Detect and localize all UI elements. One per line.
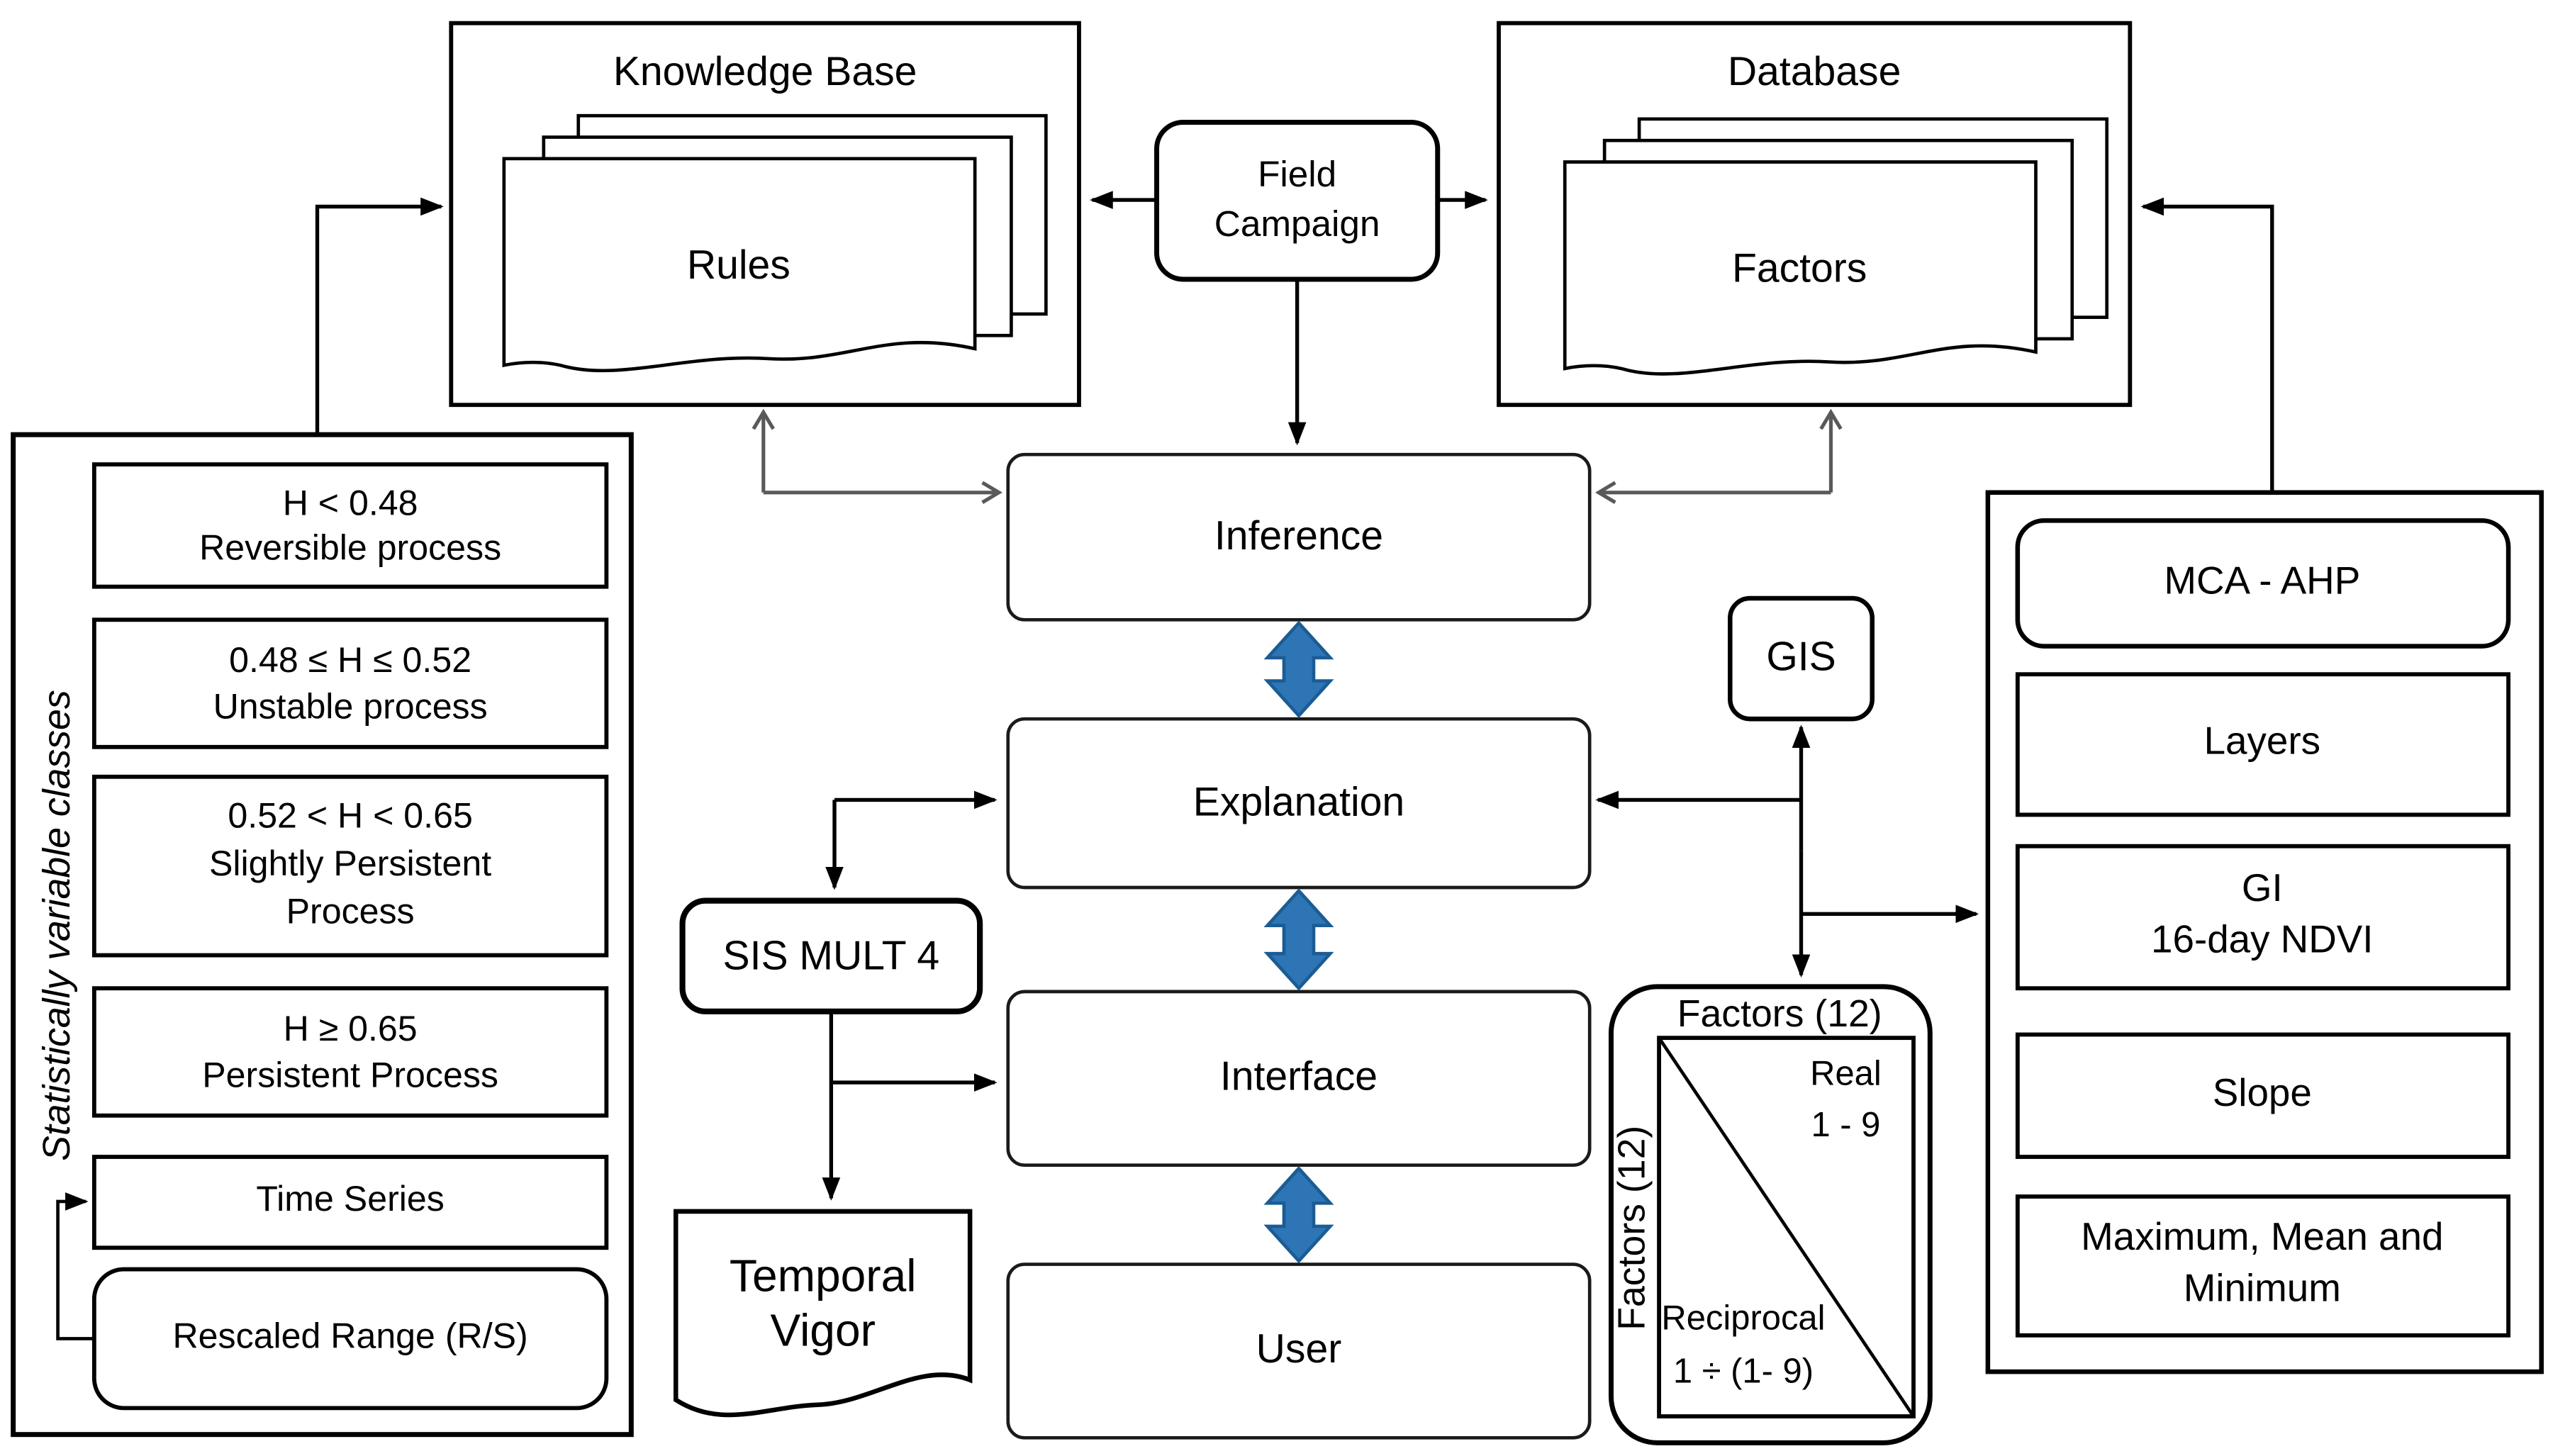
double-arrow-interface-user xyxy=(1263,1165,1334,1264)
arrow-panel-to-knowledgebase xyxy=(315,197,444,435)
rescaled-range-box xyxy=(91,1267,609,1411)
class-slightly-line3: Process xyxy=(286,892,415,931)
class-slightly-line1: 0.52 < H < 0.65 xyxy=(228,795,472,835)
database-group: Database Factors xyxy=(1497,21,2133,408)
rules-doc-label: Rules xyxy=(687,242,791,288)
field-campaign-group: Field Campaign xyxy=(1154,120,1441,282)
gray-connector-kb-inference xyxy=(764,413,998,493)
slope-label: Slope xyxy=(2213,1070,2312,1114)
user-label: User xyxy=(1256,1326,1342,1372)
max-mean-label: Maximum, Mean and xyxy=(2081,1214,2443,1258)
factors-matrix-title: Factors (12) xyxy=(1677,992,1882,1035)
sis-mult-group: SIS MULT 4 xyxy=(679,897,983,1014)
factors-matrix-rotated-label: Factors (12) xyxy=(1610,1126,1653,1331)
explanation-box xyxy=(1006,717,1592,890)
class-unstable-line2: Unstable process xyxy=(213,686,488,726)
sis-mult-label: SIS MULT 4 xyxy=(723,933,940,978)
inference-label: Inference xyxy=(1214,513,1383,559)
statistical-classes-rotated-label: Statistically variable classes xyxy=(35,690,78,1161)
factors-matrix-reciprocal: Reciprocal xyxy=(1661,1299,1825,1338)
gray-connector-db-inference xyxy=(1599,413,1831,493)
factors-matrix-real: Real xyxy=(1810,1055,1882,1093)
temporal-vigor-group: Temporal Vigor xyxy=(674,1209,973,1418)
class-reversible-line1: H < 0.48 xyxy=(283,483,418,523)
time-series-label: Time Series xyxy=(256,1179,444,1219)
factors-matrix-diagonal xyxy=(1658,1036,1915,1418)
class-unstable-line1: 0.48 ≤ H ≤ 0.52 xyxy=(229,640,471,680)
arrow-rightpanel-to-database xyxy=(2140,197,2274,493)
rescaled-range-label: Rescaled Range (R/S) xyxy=(172,1316,527,1356)
factors-matrix-real-range: 1 - 9 xyxy=(1811,1106,1880,1144)
statistical-classes-panel: Statistically variable classes H < 0.48 … xyxy=(11,432,634,1438)
interface-label: Interface xyxy=(1220,1054,1378,1099)
user-box xyxy=(1006,1262,1592,1440)
field-campaign-box xyxy=(1154,120,1441,282)
double-arrow-explanation-interface xyxy=(1263,888,1334,991)
class-box-reversible xyxy=(91,462,609,589)
slope-box xyxy=(2015,1032,2510,1159)
gi-ndvi-box xyxy=(2015,844,2510,991)
time-series-box xyxy=(91,1155,609,1250)
layers-box xyxy=(2015,672,2510,817)
knowledge-base-title: Knowledge Base xyxy=(613,49,917,94)
class-box-slightly-persistent xyxy=(91,774,609,958)
class-persistent-line1: H ≥ 0.65 xyxy=(284,1009,418,1048)
field-campaign-line2: Campaign xyxy=(1214,203,1380,244)
temporal-vigor-line1: Temporal xyxy=(730,1250,917,1301)
gis-group: GIS xyxy=(1728,595,1875,722)
max-mean-min-box xyxy=(2015,1194,2510,1338)
double-arrow-inference-explanation xyxy=(1263,620,1334,718)
class-slightly-line2: Slightly Persistent xyxy=(209,844,491,883)
min-label: Minimum xyxy=(2184,1265,2341,1309)
mca-ahp-panel: MCA - AHP Layers GI 16-day NDVI Slope Ma… xyxy=(1985,490,2544,1374)
mca-ahp-box xyxy=(2015,518,2511,649)
factors-doc-label: Factors xyxy=(1732,245,1867,291)
class-box-persistent xyxy=(91,986,609,1118)
temporal-vigor-line2: Vigor xyxy=(770,1304,875,1355)
class-persistent-line2: Persistent Process xyxy=(202,1055,498,1094)
factors-doc-front xyxy=(1563,160,2038,376)
class-reversible-line2: Reversible process xyxy=(199,528,501,568)
mca-ahp-label: MCA - AHP xyxy=(2164,558,2360,602)
rules-doc-front xyxy=(502,157,977,373)
temporal-vigor-doc xyxy=(674,1209,973,1418)
interface-box xyxy=(1006,990,1592,1167)
layers-label: Layers xyxy=(2204,719,2320,763)
database-title: Database xyxy=(1728,49,1901,94)
field-campaign-line1: Field xyxy=(1258,154,1336,194)
knowledge-base-group: Knowledge Base Rules xyxy=(449,21,1081,408)
gi-label: GI xyxy=(2242,866,2283,909)
factors-matrix-reciprocal-range: 1 ÷ (1- 9) xyxy=(1673,1352,1814,1390)
factors-matrix-group: Factors (12) Factors (12) Real 1 - 9 Rec… xyxy=(1608,984,1933,1445)
gis-label: GIS xyxy=(1766,634,1836,679)
arrow-rescaledrange-to-timeseries xyxy=(56,1192,94,1340)
inference-box xyxy=(1006,452,1592,622)
class-box-unstable xyxy=(91,617,609,749)
ndvi-label: 16-day NDVI xyxy=(2151,917,2373,961)
explanation-label: Explanation xyxy=(1193,780,1404,825)
gis-box xyxy=(1728,595,1875,722)
